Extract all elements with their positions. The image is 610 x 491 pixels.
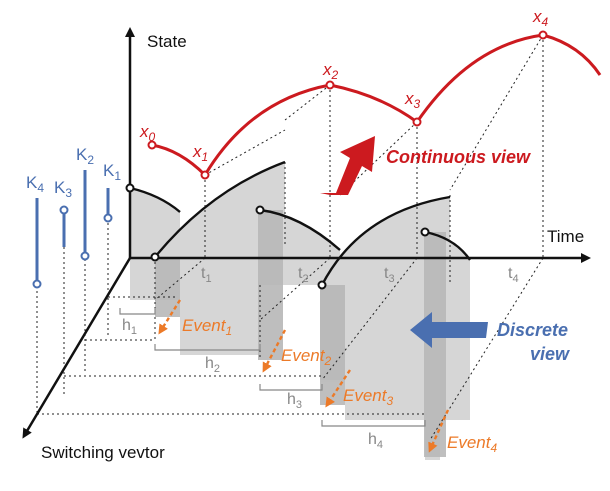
state-label-4: x4	[532, 7, 549, 29]
step-label-1: h1	[122, 317, 137, 337]
axes	[22, 27, 591, 439]
state-label-0: x0	[139, 122, 156, 144]
continuous-view-label: Continuous view	[386, 147, 531, 167]
band-3	[320, 285, 345, 405]
state-point-0	[147, 140, 157, 150]
gain-label-2: K2	[76, 145, 94, 167]
time-label-2: t2	[298, 265, 309, 285]
band-4	[424, 232, 446, 457]
state-point-3	[412, 117, 422, 127]
step-label-4: h4	[368, 431, 383, 451]
event-arrows	[158, 299, 450, 453]
event-label-1: Event1	[182, 316, 232, 338]
discrete-trajectories	[129, 160, 471, 286]
state-axis-label: State	[147, 32, 187, 51]
discrete-view-label-line1: Discrete	[497, 320, 568, 340]
gain-label-3: K3	[54, 178, 72, 200]
step-label-3: h3	[287, 391, 302, 411]
switching-axis	[22, 257, 132, 439]
step-brackets	[119, 308, 426, 427]
time-label-4: t4	[508, 265, 519, 285]
projection-lines	[36, 34, 544, 441]
point-start-3	[255, 205, 265, 215]
discrete-view-arrow	[410, 312, 488, 348]
state-point-2	[325, 80, 335, 90]
gain-label-4: K4	[26, 173, 44, 195]
band-2	[258, 210, 283, 360]
state-point-4	[538, 30, 548, 40]
event-label-4: Event4	[447, 433, 497, 455]
state-label-2: x2	[322, 60, 339, 82]
state-point-1	[200, 170, 210, 180]
point-start-2	[150, 252, 160, 262]
gain-label-1: K1	[103, 161, 121, 183]
point-start-5	[420, 227, 430, 237]
discrete-view-label-line2: view	[530, 344, 570, 364]
continuous-trajectory	[151, 33, 602, 177]
gain-bars	[35, 170, 110, 280]
region-4	[322, 197, 450, 460]
time-label-1: t1	[201, 265, 212, 285]
event-label-2: Event2	[281, 346, 331, 368]
state-label-3: x3	[404, 89, 421, 111]
event-label-3: Event3	[343, 386, 393, 408]
switching-axis-label: Switching vevtor	[41, 443, 165, 462]
shaded-regions	[130, 162, 470, 460]
point-start-1	[125, 183, 135, 193]
state-label-1: x1	[192, 142, 208, 164]
step-label-2: h2	[205, 355, 220, 375]
point-start-4	[317, 280, 327, 290]
time-axis-label: Time	[547, 227, 584, 246]
time-label-3: t3	[384, 265, 395, 285]
continuous-view-arrow	[320, 136, 375, 195]
